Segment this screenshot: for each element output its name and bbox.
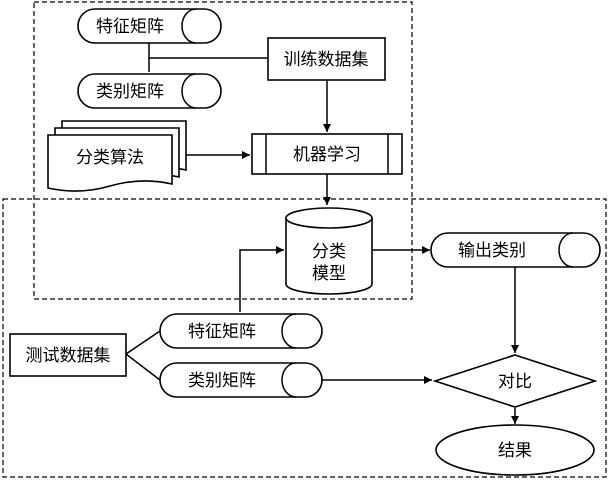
machine-learning-process: 机器学习: [251, 133, 403, 175]
train-feature-matrix: 特征矩阵: [77, 8, 222, 44]
model-label-line2: 模型: [312, 264, 346, 284]
training-dataset-label: 训练数据集: [284, 50, 369, 70]
train-feature-label: 特征矩阵: [96, 17, 164, 37]
compare-decision: 对比: [432, 354, 598, 408]
test-class-label: 类别矩阵: [188, 371, 256, 391]
test-class-matrix: 类别矩阵: [159, 362, 323, 398]
connectors: [125, 43, 519, 424]
training-region-frame: [33, 1, 413, 300]
test-dataset-box: 测试数据集: [9, 333, 127, 377]
output-class-node: 输出类别: [430, 232, 601, 268]
test-feature-matrix: 特征矩阵: [159, 313, 323, 349]
result-label: 结果: [498, 441, 532, 461]
training-dataset-box: 训练数据集: [267, 37, 386, 81]
test-dataset-label: 测试数据集: [26, 346, 111, 366]
model-label-line1: 分类: [312, 242, 346, 262]
train-class-label: 类别矩阵: [96, 82, 164, 102]
classification-model-cylinder: 分类 模型: [285, 207, 373, 295]
algorithm-label: 分类算法: [76, 148, 144, 168]
result-terminal: 结果: [435, 424, 595, 476]
output-class-label: 输出类别: [458, 241, 526, 261]
machine-learning-label: 机器学习: [293, 145, 361, 165]
train-class-matrix: 类别矩阵: [77, 73, 222, 109]
test-feature-label: 特征矩阵: [188, 322, 256, 342]
algorithm-documents: 分类算法: [47, 120, 187, 192]
compare-label: 对比: [498, 372, 532, 392]
